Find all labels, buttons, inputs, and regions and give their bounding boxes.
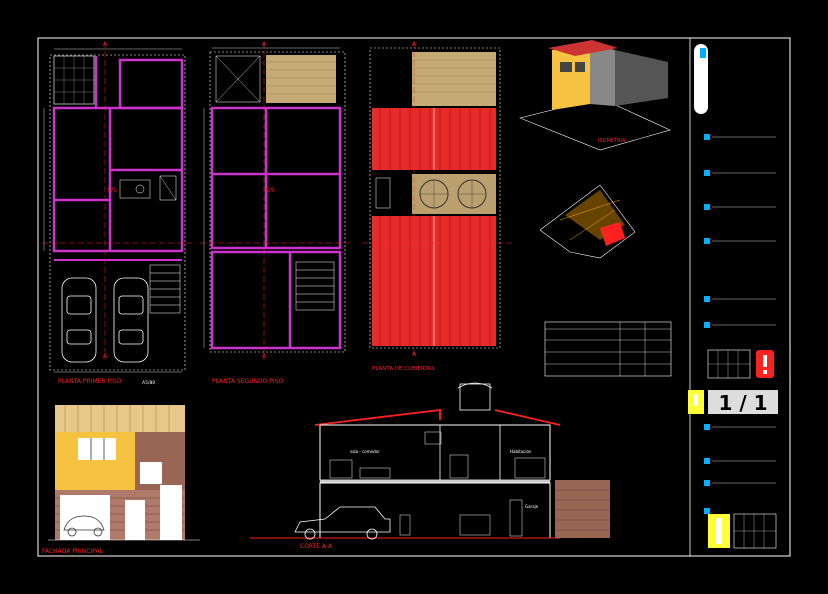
title-block: 1 / 1: [688, 44, 778, 549]
svg-text:A: A: [262, 41, 267, 48]
car-icon: [294, 506, 391, 540]
room-label: Garaje: [525, 504, 539, 509]
view-title: CORTE A-A: [300, 543, 333, 550]
isometric-view: ISOMETRIA: [519, 40, 671, 151]
room-label: sala - comedor: [350, 449, 380, 454]
roof-plan: A A PLANTA DE CUBIERTAS: [362, 41, 512, 372]
plan-title: PLANTA PRIMER PISO: [58, 378, 122, 385]
car-icon: [61, 277, 97, 363]
location-map: [539, 184, 636, 259]
section-a-a: sala - comedor Habitacion Garaje CORTE A…: [250, 382, 610, 550]
facade-elevation: FACHADA PRINCIPAL: [42, 405, 200, 555]
plan-tag: A5/80: [142, 380, 155, 386]
sheet-border: [37, 37, 791, 557]
view-title: ISOMETRIA: [598, 138, 626, 144]
view-title: FACHADA PRINCIPAL: [42, 548, 104, 555]
logo: [694, 44, 708, 114]
sheet-number-box: [708, 390, 778, 414]
svg-text:A: A: [103, 353, 108, 360]
svg-text:A: A: [103, 41, 108, 48]
plan-title: PLANTA DE CUBIERTAS: [372, 366, 435, 372]
sheet-number: 1 / 1: [718, 391, 767, 415]
ground-floor-plan: A A S/S PLANTA PRIMER PISO A5/80: [42, 41, 192, 386]
svg-text:S/S: S/S: [265, 187, 275, 194]
svg-text:S/S: S/S: [107, 187, 117, 194]
svg-text:A: A: [262, 353, 267, 360]
car-icon: [113, 277, 149, 363]
svg-text:A: A: [412, 41, 417, 48]
svg-text:A: A: [412, 351, 417, 358]
area-table: [544, 321, 672, 377]
second-floor-plan: A A S/S PLANTA SEGUNDO PISO: [200, 41, 350, 385]
room-label: Habitacion: [510, 449, 532, 454]
plan-title: PLANTA SEGUNDO PISO: [212, 378, 283, 385]
